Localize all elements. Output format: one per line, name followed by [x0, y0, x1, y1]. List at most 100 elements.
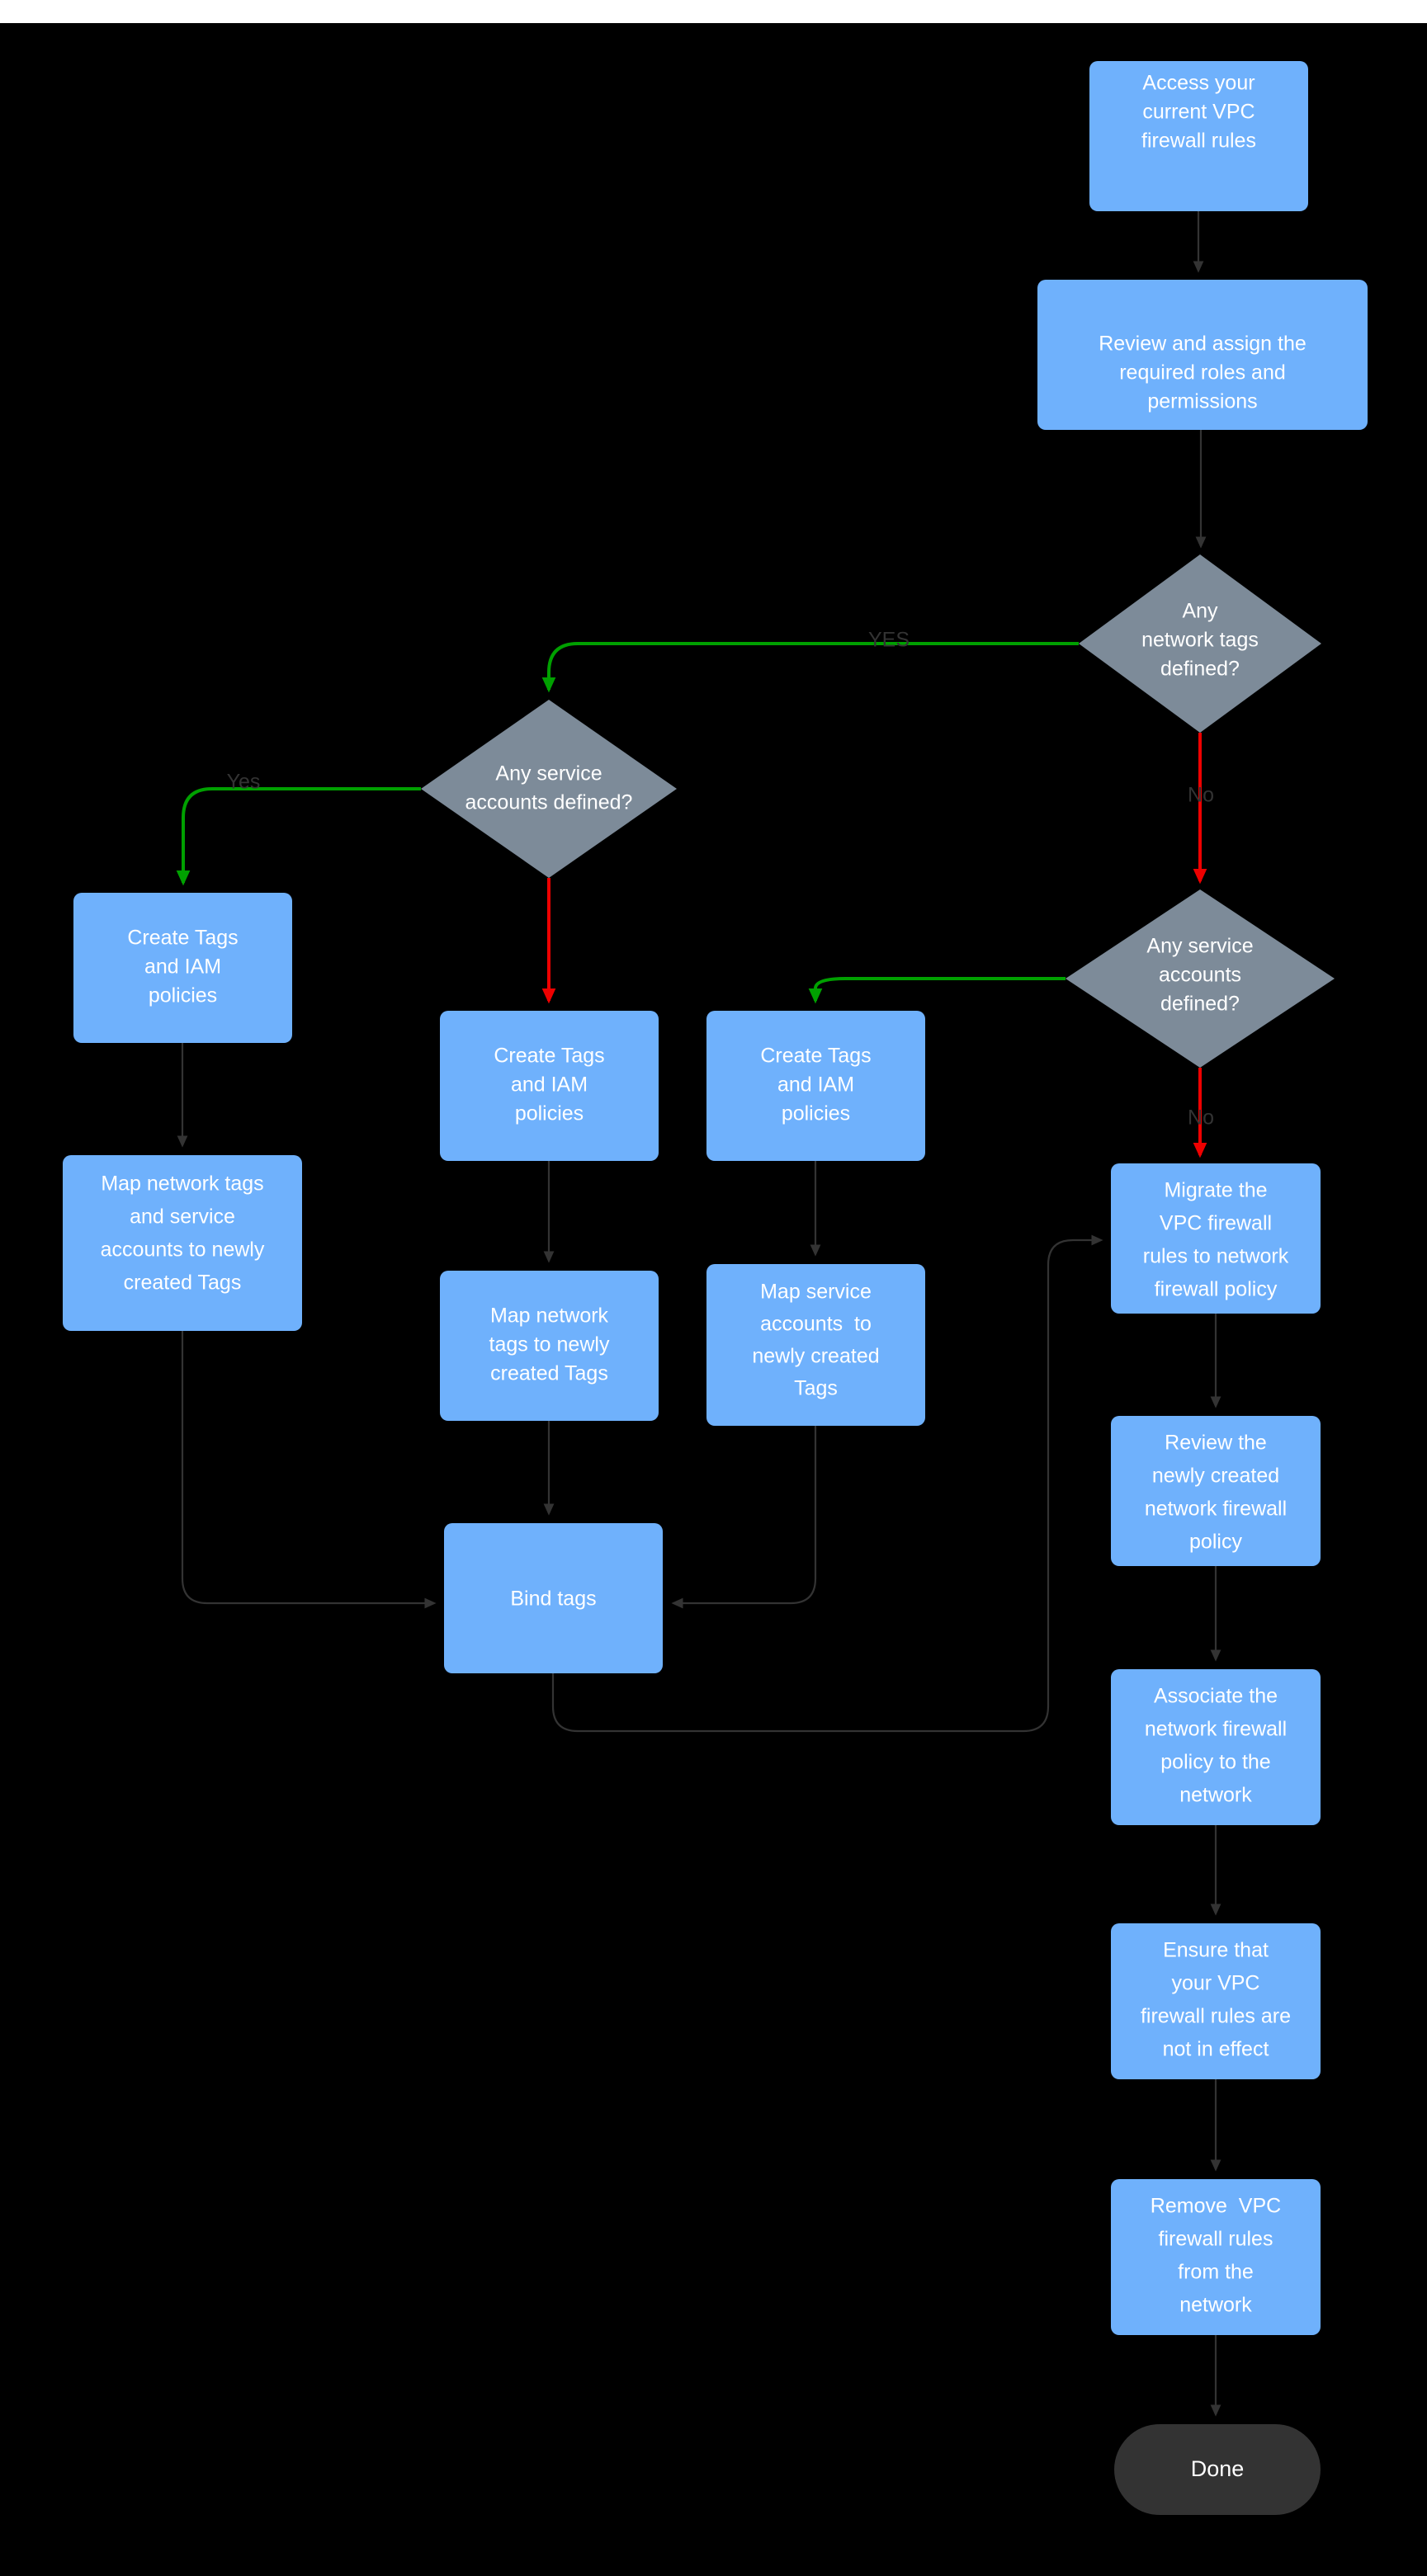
node-shape-process[interactable]: [706, 1264, 925, 1426]
node-text-line: accounts to newly: [101, 1238, 265, 1262]
node-text-line: rules to network: [1143, 1245, 1289, 1268]
edge-service-accounts-right-yes: [808, 977, 1066, 1004]
node-shape-process[interactable]: [1111, 1416, 1321, 1566]
node-text-line: Map service: [760, 1281, 872, 1304]
node-text-line: not in effect: [1163, 2038, 1269, 2061]
node-text-line: Create Tags: [760, 1045, 871, 1068]
edge-label-no-upper: No: [1188, 784, 1214, 807]
flowchart-svg: YES No Yes No Access your current VPC fi…: [63, 61, 1368, 2515]
node-text-line: Tags: [794, 1377, 838, 1400]
edge-network-tags-yes: [541, 642, 1079, 693]
node-text-line: newly created: [752, 1345, 879, 1368]
edge-map-both-to-bind-tags: [181, 1331, 437, 1609]
node-create-tags-and-iam-policies-middle[interactable]: Create Tags and IAM policies: [440, 1011, 659, 1161]
node-map-service-accounts-to-newly-created-tags[interactable]: Map service accounts to newly created Ta…: [706, 1264, 925, 1426]
node-done-terminal[interactable]: Done: [1114, 2424, 1321, 2515]
node-text-line: defined?: [1160, 658, 1240, 681]
node-text-line: network: [1179, 1784, 1252, 1807]
node-text-line: policy to the: [1160, 1751, 1270, 1774]
node-text-line: Bind tags: [510, 1588, 596, 1611]
node-text-line: and service: [130, 1205, 235, 1229]
node-shape-process[interactable]: [1111, 1669, 1321, 1825]
edge-bind-tags-to-migrate: [551, 1234, 1103, 1733]
node-text-line: Map network tags: [101, 1172, 263, 1196]
node-text-line: accounts defined?: [465, 791, 633, 814]
node-text-line: Ensure that: [1163, 1939, 1269, 1962]
node-text-line: created Tags: [124, 1271, 242, 1295]
nodes-layer: Access your current VPC firewall rules R…: [63, 61, 1368, 2515]
node-text-line: Access your: [1142, 72, 1255, 95]
node-text-line: Map network: [490, 1305, 609, 1328]
node-shape-process[interactable]: [706, 1011, 925, 1161]
node-text-line: and IAM: [777, 1073, 854, 1097]
node-text-line: network firewall: [1145, 1718, 1287, 1741]
node-text-line: policy: [1189, 1531, 1242, 1554]
node-text-line: Review the: [1165, 1432, 1267, 1455]
flowchart-stage: YES No Yes No Access your current VPC fi…: [0, 23, 1427, 2576]
node-shape-process[interactable]: [1037, 280, 1368, 430]
node-text-line: firewall rules are: [1141, 2005, 1291, 2028]
node-migrate-vpc-firewall-rules[interactable]: Migrate the VPC firewall rules to networ…: [1111, 1163, 1321, 1314]
node-shape-process[interactable]: [1111, 1163, 1321, 1314]
node-review-newly-created-network-firewall-policy[interactable]: Review the newly created network firewal…: [1111, 1416, 1321, 1566]
node-text-line: newly created: [1152, 1465, 1279, 1488]
node-remove-vpc-firewall-rules[interactable]: Remove VPC firewall rules from the netwo…: [1111, 2179, 1321, 2335]
node-shape-process[interactable]: [73, 893, 292, 1043]
node-shape-process[interactable]: [1089, 61, 1308, 211]
node-text-line: your VPC: [1172, 1972, 1260, 1995]
node-text-line: Remove VPC: [1151, 2195, 1281, 2218]
node-text-line: Create Tags: [127, 927, 238, 950]
edges-layer: [176, 211, 1221, 2417]
node-shape-decision[interactable]: [1079, 554, 1321, 733]
node-text-line: policies: [515, 1102, 584, 1125]
node-access-your-current-vpc-firewall-rules[interactable]: Access your current VPC firewall rules: [1089, 61, 1308, 211]
edge-service-accounts-left-yes: [176, 787, 421, 886]
edge-map-service-to-bind-tags: [671, 1426, 817, 1609]
node-map-network-tags-to-newly-created-tags[interactable]: Map network tags to newly created Tags: [440, 1271, 659, 1421]
node-ensure-vpc-rules-not-in-effect[interactable]: Ensure that your VPC firewall rules are …: [1111, 1923, 1321, 2079]
node-text-line: firewall rules: [1141, 130, 1256, 153]
node-text-line: tags to newly: [489, 1333, 610, 1356]
node-text-line: created Tags: [490, 1362, 608, 1385]
node-text-line: firewall rules: [1159, 2228, 1273, 2251]
node-shape-terminal[interactable]: [1114, 2424, 1321, 2515]
node-bind-tags[interactable]: Bind tags: [444, 1523, 663, 1673]
node-shape-process[interactable]: [440, 1011, 659, 1161]
node-text-line: network firewall: [1145, 1498, 1287, 1521]
node-text-line: Done: [1191, 2456, 1245, 2481]
node-shape-process[interactable]: [63, 1155, 302, 1331]
node-decision-any-service-accounts-defined-left[interactable]: Any service accounts defined?: [421, 700, 677, 878]
node-text-line: VPC firewall: [1160, 1212, 1272, 1235]
node-decision-any-service-accounts-defined-right[interactable]: Any service accounts defined?: [1066, 889, 1335, 1068]
node-text-line: and IAM: [511, 1073, 588, 1097]
node-create-tags-and-iam-policies-left[interactable]: Create Tags and IAM policies: [73, 893, 292, 1043]
node-shape-decision[interactable]: [421, 700, 677, 878]
node-text-line: Create Tags: [494, 1045, 604, 1068]
node-shape-decision[interactable]: [1066, 889, 1335, 1068]
node-shape-process[interactable]: [1111, 2179, 1321, 2335]
node-text-line: Review and assign the: [1099, 333, 1307, 356]
node-shape-process[interactable]: [440, 1271, 659, 1421]
node-text-line: from the: [1178, 2261, 1254, 2284]
node-text-line: policies: [149, 984, 217, 1007]
node-shape-process[interactable]: [1111, 1923, 1321, 2079]
node-text-line: firewall policy: [1155, 1278, 1278, 1301]
node-text-line: accounts to: [760, 1313, 872, 1336]
node-text-line: required roles and: [1119, 361, 1286, 385]
node-text-line: network tags: [1141, 629, 1259, 652]
node-text-line: and IAM: [144, 955, 221, 979]
node-text-line: permissions: [1147, 390, 1257, 413]
edge-labels-layer: YES No Yes No: [227, 629, 1214, 1130]
node-associate-policy-to-network[interactable]: Associate the network firewall policy to…: [1111, 1669, 1321, 1825]
node-shape-process[interactable]: [444, 1523, 663, 1673]
node-text-line: policies: [782, 1102, 850, 1125]
node-decision-any-network-tags-defined[interactable]: Any network tags defined?: [1079, 554, 1321, 733]
node-create-tags-and-iam-policies-right[interactable]: Create Tags and IAM policies: [706, 1011, 925, 1161]
node-text-line: Any service: [495, 762, 602, 786]
node-text-line: Migrate the: [1164, 1179, 1267, 1202]
node-text-line: network: [1179, 2294, 1252, 2317]
node-review-and-assign-roles[interactable]: Review and assign the required roles and…: [1037, 280, 1368, 430]
node-map-network-tags-and-service-accounts[interactable]: Map network tags and service accounts to…: [63, 1155, 302, 1331]
edge-label-yes-upper: YES: [868, 629, 910, 652]
